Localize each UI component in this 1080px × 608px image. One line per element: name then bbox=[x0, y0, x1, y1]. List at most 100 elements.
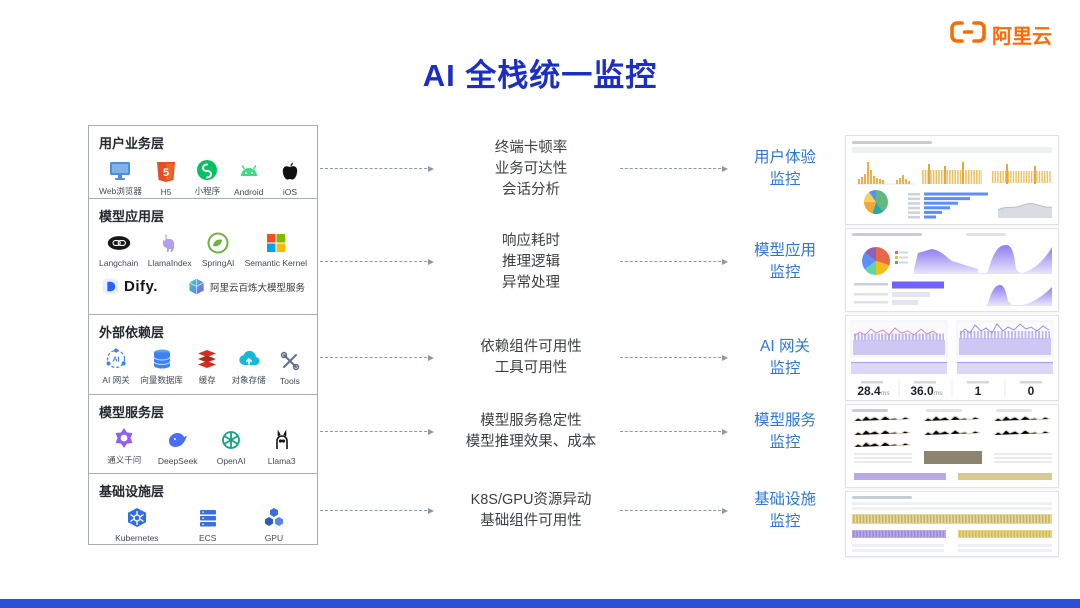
item-label: SpringAI bbox=[201, 258, 235, 268]
arrow-metrics-to-label-4 bbox=[620, 428, 728, 435]
metric-line: 模型服务稳定性 bbox=[480, 413, 582, 429]
item-openai: OpenAI bbox=[214, 428, 248, 466]
tools-icon bbox=[277, 348, 302, 373]
apple-icon bbox=[277, 159, 302, 184]
item-label: 对象存储 bbox=[231, 375, 266, 386]
metric-line: 依赖组件可用性 bbox=[480, 339, 582, 355]
item-semantic-kernel: Semantic Kernel bbox=[245, 230, 307, 268]
item-springai: SpringAI bbox=[201, 230, 235, 268]
item-cache: 缓存 bbox=[190, 346, 224, 386]
label-line: 监控 bbox=[769, 171, 801, 188]
metric-line: 会话分析 bbox=[502, 182, 560, 199]
metric-line: 基础组件可用性 bbox=[480, 513, 582, 530]
flow-metrics-model-service: 模型服务稳定性 模型推理效果、成本 bbox=[436, 411, 626, 453]
label-line: 模型应用 bbox=[753, 242, 816, 259]
miniprogram-icon bbox=[195, 157, 220, 182]
item-label: Llama3 bbox=[267, 455, 296, 466]
web-browser-icon bbox=[108, 157, 133, 182]
stack-panel: 用户业务层 Web浏览器 5 H5 小程序 bbox=[88, 125, 318, 545]
item-label: GPU bbox=[264, 533, 284, 543]
item-h5: 5 H5 bbox=[149, 159, 183, 197]
dify-icon bbox=[101, 277, 120, 296]
gateway-metric-unit: ms bbox=[881, 390, 890, 397]
arrow-metrics-to-label-2 bbox=[620, 258, 728, 265]
item-deepseek: DeepSeek bbox=[158, 428, 198, 466]
item-dify: Dify. bbox=[101, 277, 158, 296]
item-ecs: ECS bbox=[191, 505, 225, 543]
dashboard-thumbnail-user-experience bbox=[845, 135, 1059, 225]
item-label: Android bbox=[234, 187, 264, 197]
item-label: Langchain bbox=[99, 258, 139, 268]
item-tools: Tools bbox=[273, 348, 307, 386]
logo-text: 阿里云 bbox=[992, 26, 1052, 48]
dashboard-thumbnail-model-service bbox=[845, 404, 1059, 488]
layer-title: 模型应用层 bbox=[99, 209, 165, 224]
item-label: Web浏览器 bbox=[99, 186, 142, 196]
arrow-stack-to-metrics-1 bbox=[320, 165, 434, 172]
metric-line: K8S/GPU资源异动 bbox=[470, 492, 592, 508]
label-line: 基础设施 bbox=[753, 491, 816, 508]
layer-model-service: 模型服务层 通义千问 DeepSeek OpenAI bbox=[89, 395, 317, 474]
openai-icon bbox=[219, 428, 244, 453]
redis-cache-icon bbox=[195, 346, 220, 371]
layer-infrastructure: 基础设施层 Kubernetes ECS GPU bbox=[89, 474, 317, 544]
item-object-storage: 对象存储 bbox=[232, 346, 266, 386]
item-qwen: 通义千问 bbox=[107, 426, 141, 466]
svg-text:AI: AI bbox=[113, 356, 120, 363]
kubernetes-icon bbox=[124, 505, 149, 530]
item-miniprogram: 小程序 bbox=[190, 157, 224, 197]
label-ai-gateway-monitoring: AI 网关 监控 bbox=[730, 336, 840, 380]
item-langchain: Langchain bbox=[99, 230, 138, 268]
page-title: AI 全栈统一监控 bbox=[422, 58, 658, 93]
layer-user-business: 用户业务层 Web浏览器 5 H5 小程序 bbox=[89, 126, 317, 199]
arrow-metrics-to-label-5 bbox=[620, 507, 728, 514]
item-kubernetes: Kubernetes bbox=[115, 505, 159, 543]
pie-chart bbox=[864, 190, 888, 214]
item-gpu: GPU bbox=[257, 505, 291, 543]
alibaba-cloud-logo: 阿里云 bbox=[949, 20, 1052, 49]
arrow-metrics-to-label-3 bbox=[620, 354, 728, 361]
arrow-stack-to-metrics-5 bbox=[320, 507, 434, 514]
android-icon bbox=[236, 159, 261, 184]
layer-title: 模型服务层 bbox=[99, 404, 165, 420]
item-label: LlamaIndex bbox=[147, 258, 192, 268]
item-label: OpenAI bbox=[216, 455, 246, 466]
item-llama3: Llama3 bbox=[265, 428, 299, 466]
label-user-experience-monitoring: 用户体验 监控 bbox=[730, 147, 840, 191]
item-label: Semantic Kernel bbox=[244, 258, 307, 268]
gateway-metric-value: 0 bbox=[1028, 384, 1035, 398]
layer-external-dependency: 外部依赖层 AI AI 网关 向量数据库 缓存 bbox=[89, 315, 317, 395]
item-ios: iOS bbox=[273, 159, 307, 197]
layer-title: 基础设施层 bbox=[99, 484, 165, 499]
langchain-icon bbox=[106, 230, 131, 255]
item-label: 向量数据库 bbox=[140, 375, 183, 386]
bailian-cube-icon bbox=[187, 277, 206, 296]
item-label: Dify. bbox=[124, 278, 158, 295]
footer-bar bbox=[0, 599, 1080, 608]
label-model-service-monitoring: 模型服务 监控 bbox=[730, 410, 840, 454]
metric-line: 异常处理 bbox=[502, 275, 560, 292]
metric-line: 终端卡顿率 bbox=[494, 140, 568, 156]
llamaindex-icon bbox=[157, 230, 182, 255]
object-storage-icon bbox=[236, 346, 261, 371]
pie-chart bbox=[862, 247, 890, 275]
alibaba-cloud-bracket-icon bbox=[949, 20, 987, 49]
item-label: 小程序 bbox=[194, 186, 221, 196]
item-web-browser: Web浏览器 bbox=[99, 157, 142, 197]
label-line: 监控 bbox=[769, 264, 801, 281]
flow-metrics-user-experience: 终端卡顿率 业务可达性 会话分析 bbox=[436, 138, 626, 201]
item-label: DeepSeek bbox=[157, 455, 198, 466]
gateway-metric-unit: ms bbox=[934, 390, 943, 397]
label-model-app-monitoring: 模型应用 监控 bbox=[730, 240, 840, 284]
layer-title: 用户业务层 bbox=[99, 136, 165, 151]
layer-model-application: 模型应用层 Langchain LlamaIndex SpringAI bbox=[89, 199, 317, 316]
item-label: AI 网关 bbox=[102, 375, 130, 386]
dashboard-thumbnail-model-application bbox=[845, 228, 1059, 312]
item-label: ECS bbox=[198, 533, 217, 543]
arrow-stack-to-metrics-4 bbox=[320, 428, 434, 435]
arrow-stack-to-metrics-2 bbox=[320, 258, 434, 265]
item-label: 缓存 bbox=[198, 375, 216, 386]
item-bailian: 阿里云百炼大模型服务 bbox=[187, 277, 305, 296]
ecs-icon bbox=[195, 505, 220, 530]
item-label: Kubernetes bbox=[115, 533, 159, 543]
